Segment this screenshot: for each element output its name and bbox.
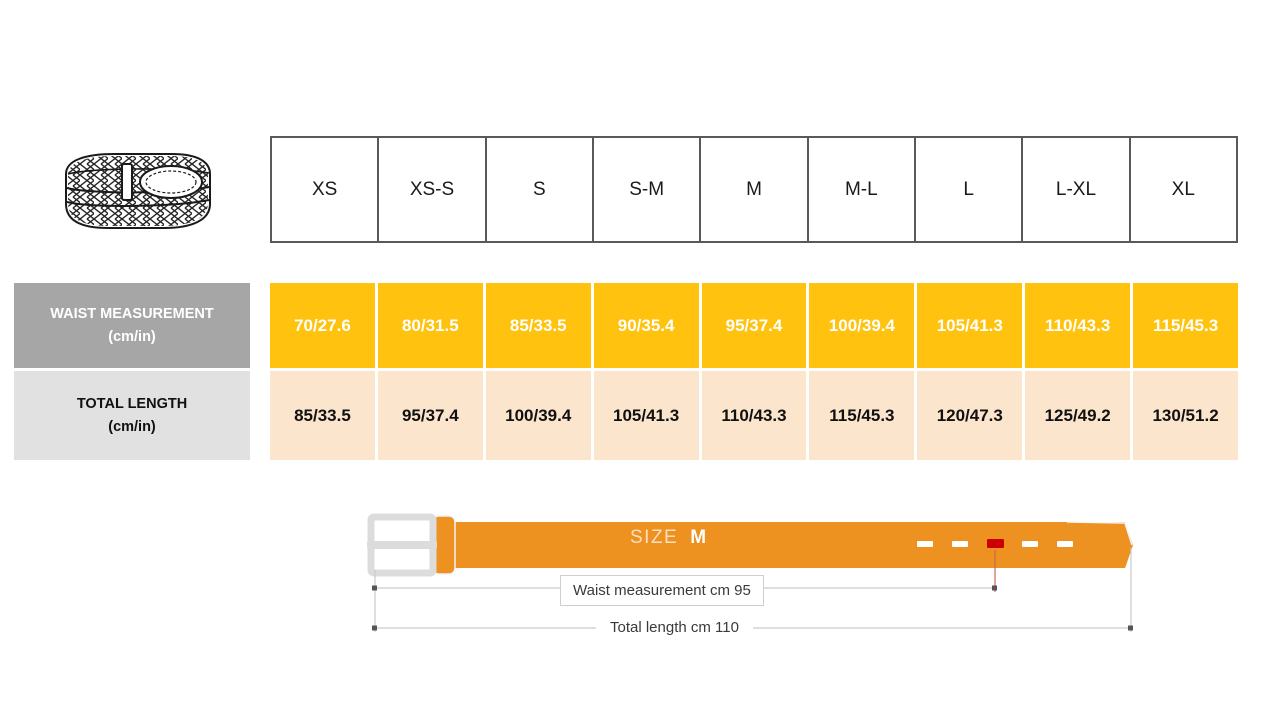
belt-hole bbox=[1022, 541, 1038, 547]
size-header-cell: XS-S bbox=[379, 138, 487, 241]
waist-value-cells: 70/27.6 80/31.5 85/33.5 90/35.4 95/37.4 … bbox=[270, 283, 1239, 368]
belt-diagram-svg bbox=[367, 513, 1133, 632]
belt-tip bbox=[1065, 522, 1133, 568]
waist-value-cell: 110/43.3 bbox=[1025, 283, 1131, 368]
waist-value-cell: 115/45.3 bbox=[1133, 283, 1239, 368]
waist-measurement-label: WAIST MEASUREMENT (cm/in) bbox=[14, 283, 250, 368]
length-value-cell: 100/39.4 bbox=[485, 371, 591, 460]
length-value-cell: 125/49.2 bbox=[1025, 371, 1131, 460]
measurement-table: WAIST MEASUREMENT (cm/in) 70/27.6 80/31.… bbox=[14, 283, 1239, 460]
waist-value-cell: 90/35.4 bbox=[593, 283, 699, 368]
length-dimension-label: Total length cm 110 bbox=[596, 617, 753, 638]
size-header-cell: S bbox=[487, 138, 594, 241]
length-label-line2: (cm/in) bbox=[108, 418, 156, 435]
length-value-cell: 130/51.2 bbox=[1133, 371, 1239, 460]
waist-value-cell: 95/37.4 bbox=[701, 283, 807, 368]
size-header-cell: L bbox=[916, 138, 1024, 241]
waist-dim-tick-left bbox=[372, 585, 377, 591]
length-value-cell: 95/37.4 bbox=[377, 371, 483, 460]
length-dim-tick-right bbox=[1128, 625, 1133, 631]
size-header-cell: XS bbox=[272, 138, 380, 241]
belt-hole bbox=[952, 541, 968, 547]
waist-dim-tick-right bbox=[992, 585, 997, 591]
size-header-cell: S-M bbox=[594, 138, 702, 241]
size-header-cell: L-XL bbox=[1023, 138, 1131, 241]
waist-dimension-label: Waist measurement cm 95 bbox=[560, 575, 764, 606]
length-value-cell: 110/43.3 bbox=[701, 371, 807, 460]
length-value-cells: 85/33.5 95/37.4 100/39.4 105/41.3 110/43… bbox=[270, 371, 1239, 460]
belt-strap bbox=[433, 522, 1133, 568]
belt-hole bbox=[917, 541, 933, 547]
length-value-cell: 105/41.3 bbox=[593, 371, 699, 460]
size-header-cell: XL bbox=[1171, 178, 1195, 200]
belt-hole-active bbox=[987, 539, 1004, 548]
length-value-cell: 120/47.3 bbox=[917, 371, 1023, 460]
size-header-row: XS XS-S S S-M M M-L L L-XL XL bbox=[270, 136, 1238, 243]
belt-buckle-prong-bar bbox=[367, 541, 437, 549]
length-value-cell: 115/45.3 bbox=[809, 371, 915, 460]
size-header-cell: M-L bbox=[809, 138, 916, 241]
total-length-row: TOTAL LENGTH (cm/in) 85/33.5 95/37.4 100… bbox=[14, 371, 1239, 460]
waist-value-cell: 70/27.6 bbox=[270, 283, 375, 368]
belt-tip-edge bbox=[1066, 521, 1133, 546]
length-label-line1: TOTAL LENGTH bbox=[76, 396, 188, 413]
waist-value-cell: 85/33.5 bbox=[485, 283, 591, 368]
product-illustration bbox=[52, 142, 222, 242]
waist-measurement-row: WAIST MEASUREMENT (cm/in) 70/27.6 80/31.… bbox=[14, 283, 1239, 368]
length-value-cell: 85/33.5 bbox=[270, 371, 375, 460]
braided-belt-icon bbox=[65, 153, 211, 229]
belt-hole bbox=[1057, 541, 1073, 547]
waist-label-line1: WAIST MEASUREMENT bbox=[50, 306, 214, 323]
waist-value-cell: 80/31.5 bbox=[377, 283, 483, 368]
waist-value-cell: 105/41.3 bbox=[917, 283, 1023, 368]
waist-value-cell: 100/39.4 bbox=[809, 283, 915, 368]
total-length-label: TOTAL LENGTH (cm/in) bbox=[14, 371, 250, 460]
length-dim-tick-left bbox=[372, 625, 377, 631]
size-header-cell: M bbox=[701, 138, 809, 241]
waist-label-line2: (cm/in) bbox=[108, 328, 156, 345]
